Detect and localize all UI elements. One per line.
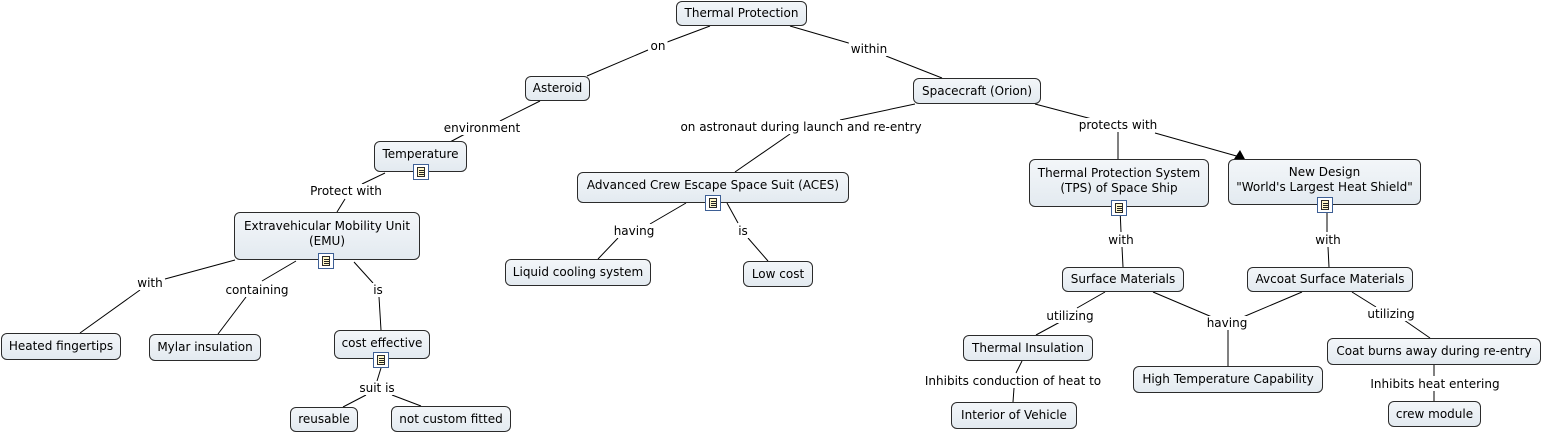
link-label-having: having — [1204, 316, 1250, 330]
link-label-protects-with: protects with — [1076, 118, 1160, 132]
link-label-inhibits-heat: Inhibits heat entering — [1368, 377, 1502, 391]
document-icon[interactable] — [318, 253, 334, 269]
node-spacecraft[interactable]: Spacecraft (Orion) — [913, 78, 1041, 104]
document-icon[interactable] — [1317, 197, 1333, 213]
link-label-containing: containing — [223, 283, 291, 297]
link-label-protect-with: Protect with — [308, 184, 384, 198]
link-label-on: on — [648, 39, 668, 53]
node-coat-burns[interactable]: Coat burns away during re-entry — [1327, 338, 1541, 365]
link-label-inhibits-conduction: Inhibits conduction of heat to — [922, 374, 1104, 388]
link-label-with: with — [1106, 233, 1136, 247]
node-thermal-insulation[interactable]: Thermal Insulation — [963, 335, 1093, 361]
node-crew-module[interactable]: crew module — [1388, 401, 1481, 427]
node-interior-of-vehicle[interactable]: Interior of Vehicle — [951, 402, 1077, 429]
link-label-within: within — [848, 42, 890, 56]
link-label-having: having — [611, 224, 657, 238]
node-emu[interactable]: Extravehicular Mobility Unit (EMU) — [234, 212, 420, 260]
link-label-with: with — [1313, 233, 1343, 247]
node-aces[interactable]: Advanced Crew Escape Space Suit (ACES) — [577, 172, 849, 203]
node-new-design[interactable]: New Design "World's Largest Heat Shield" — [1228, 159, 1421, 205]
node-high-temperature[interactable]: High Temperature Capability — [1133, 366, 1323, 393]
node-reusable[interactable]: reusable — [290, 407, 358, 432]
link-label-suit-is: suit is — [357, 381, 397, 395]
document-icon[interactable] — [705, 195, 721, 211]
node-thermal-protection[interactable]: Thermal Protection — [676, 1, 807, 26]
document-icon[interactable] — [413, 164, 429, 180]
link-label-on-astronaut: on astronaut during launch and re-entry — [678, 120, 924, 134]
node-tps[interactable]: Thermal Protection System (TPS) of Space… — [1029, 159, 1209, 207]
arrowhead — [1234, 150, 1246, 161]
node-low-cost[interactable]: Low cost — [743, 261, 813, 287]
node-mylar[interactable]: Mylar insulation — [149, 334, 261, 361]
link-label-environment: environment — [441, 121, 523, 135]
link-label-is: is — [736, 224, 750, 238]
node-surface-materials[interactable]: Surface Materials — [1062, 267, 1184, 292]
node-not-custom-fitted[interactable]: not custom fitted — [391, 406, 511, 432]
node-liquid-cooling[interactable]: Liquid cooling system — [505, 259, 651, 286]
link-label-utilizing: utilizing — [1044, 309, 1096, 323]
node-asteroid[interactable]: Asteroid — [525, 76, 590, 101]
link-label-is: is — [371, 283, 385, 297]
document-icon[interactable] — [373, 352, 389, 368]
link-label-with: with — [135, 276, 165, 290]
link-label-utilizing: utilizing — [1365, 307, 1417, 321]
document-icon[interactable] — [1111, 200, 1127, 216]
node-heated-fingertips[interactable]: Heated fingertips — [1, 333, 121, 360]
node-avcoat[interactable]: Avcoat Surface Materials — [1247, 267, 1413, 292]
